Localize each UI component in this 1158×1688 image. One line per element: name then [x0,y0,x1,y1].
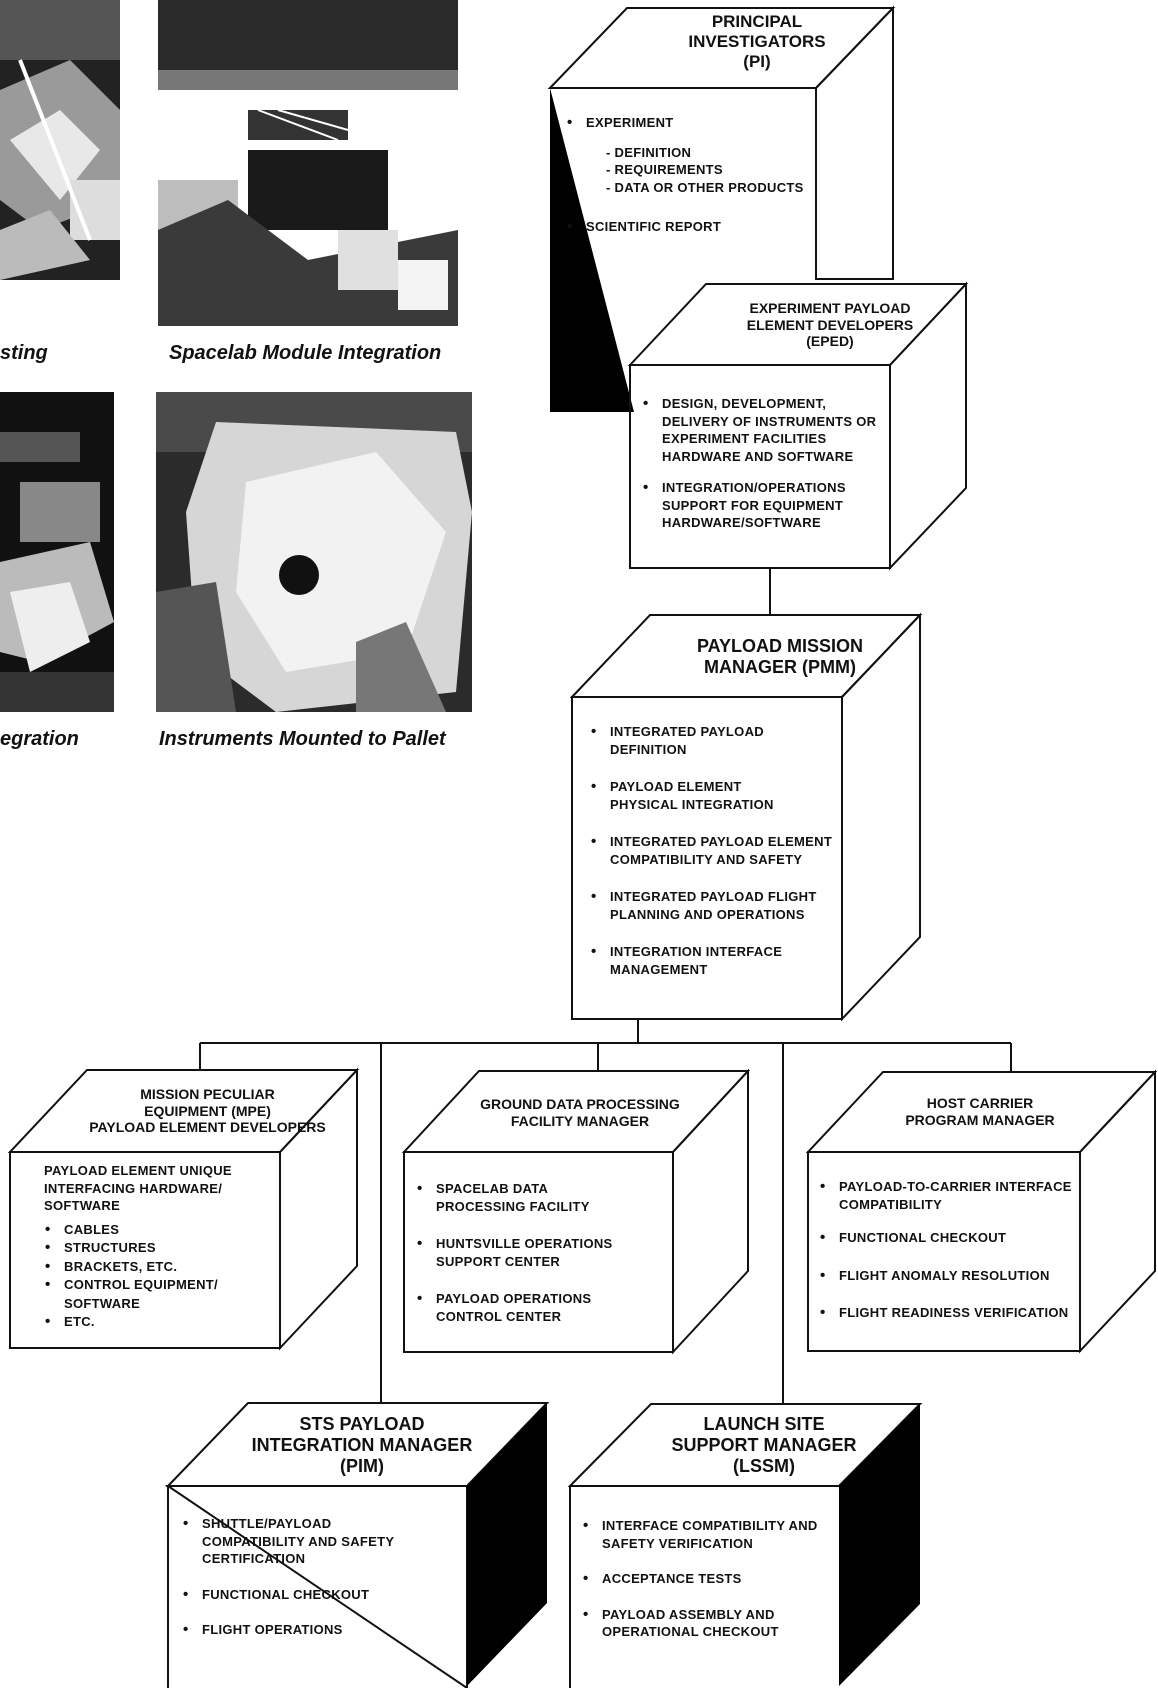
mpe-item: CONTROL EQUIPMENT/ [44,1275,258,1295]
connector-lines [199,1019,1012,1404]
mpe-item-continued: SOFTWARE [64,1295,141,1311]
eped-item-integration: INTEGRATION/OPERATIONS SUPPORT FOR EQUIP… [642,478,888,532]
pmm-box-outline [569,612,923,1022]
pmm-title: PAYLOAD MISSION MANAGER (PMM) [696,636,864,678]
mpe-item: CABLES [44,1220,258,1240]
photo-testing [0,0,120,280]
lssm-details: INTERFACE COMPATIBILITY AND SAFETY VERIF… [582,1516,832,1655]
mpe-details: PAYLOAD ELEMENT UNIQUE INTERFACING HARDW… [22,1162,258,1332]
mpe-title: MISSION PECULIAR EQUIPMENT (MPE) PAYLOAD… [89,1086,326,1136]
hc-title: HOST CARRIER PROGRAM MANAGER [905,1095,1055,1128]
pmm-item: INTEGRATED PAYLOAD DEFINITION [590,722,840,758]
gdp-item: PAYLOAD OPERATIONS CONTROL CENTER [416,1289,616,1325]
gdp-item: HUNTSVILLE OPERATIONS SUPPORT CENTER [416,1234,656,1270]
photo-spacelab-module [158,0,458,326]
pmm-item: INTEGRATED PAYLOAD FLIGHT PLANNING AND O… [590,887,840,923]
lssm-item: INTERFACE COMPATIBILITY AND SAFETY VERIF… [582,1516,832,1552]
mpe-intro: PAYLOAD ELEMENT UNIQUE INTERFACING HARDW… [44,1163,232,1214]
gdp-box-outline [401,1068,751,1355]
eped-item-design: DESIGN, DEVELOPMENT, DELIVERY OF INSTRUM… [642,394,888,465]
pi-sub-list: - DEFINITION - REQUIREMENTS - DATA OR OT… [606,144,804,195]
pmm-item: INTEGRATION INTERFACE MANAGEMENT [590,942,810,978]
pi-title: PRINCIPAL INVESTIGATORS (PI) [688,12,826,72]
mpe-item: STRUCTURES [44,1238,258,1258]
pi-item-experiment: EXPERIMENT - DEFINITION - REQUIREMENTS -… [566,113,806,196]
hc-item: FLIGHT READINESS VERIFICATION [819,1303,1094,1323]
photo-instruments-pallet [156,392,472,712]
photo-caption-instruments-pallet: Instruments Mounted to Pallet [159,728,446,750]
mpe-item: BRACKETS, ETC. [44,1257,258,1277]
pim-item: FLIGHT OPERATIONS [182,1620,422,1640]
hc-details: PAYLOAD-TO-CARRIER INTERFACE COMPATIBILI… [819,1177,1094,1336]
lssm-title: LAUNCH SITE SUPPORT MANAGER (LSSM) [671,1414,857,1477]
photo-caption-integration: egration [0,728,79,750]
pmm-details: INTEGRATED PAYLOAD DEFINITION PAYLOAD EL… [590,722,840,992]
eped-details: DESIGN, DEVELOPMENT, DELIVERY OF INSTRUM… [642,394,888,546]
photo-caption-testing: sting [0,342,48,364]
hc-item: FUNCTIONAL CHECKOUT [819,1228,1094,1248]
lssm-item: PAYLOAD ASSEMBLY AND OPERATIONAL CHECKOU… [582,1605,832,1641]
gdp-item: SPACELAB DATA PROCESSING FACILITY [416,1179,616,1215]
pim-item: SHUTTLE/PAYLOAD COMPATIBILITY AND SAFETY… [182,1514,422,1568]
mpe-box-outline [7,1067,360,1351]
eped-box-outline [627,281,969,571]
pim-title: STS PAYLOAD INTEGRATION MANAGER (PIM) [251,1414,473,1477]
mpe-item: ETC. [44,1312,258,1332]
hc-box-outline [805,1069,1158,1354]
photo-caption-spacelab-module: Spacelab Module Integration [169,342,442,364]
pmm-item: INTEGRATED PAYLOAD ELEMENT COMPATIBILITY… [590,832,840,868]
hc-item: PAYLOAD-TO-CARRIER INTERFACE COMPATIBILI… [819,1177,1094,1213]
gdp-details: SPACELAB DATA PROCESSING FACILITY HUNTSV… [416,1179,656,1339]
pi-item-report: SCIENTIFIC REPORT [566,217,806,237]
lssm-box-outline [567,1403,923,1688]
lssm-item: ACCEPTANCE TESTS [582,1569,832,1589]
gdp-title: GROUND DATA PROCESSING FACILITY MANAGER [480,1096,680,1129]
hc-item: FLIGHT ANOMALY RESOLUTION [819,1266,1094,1286]
pmm-item: PAYLOAD ELEMENT PHYSICAL INTEGRATION [590,777,790,813]
photo-integration [0,392,114,712]
pim-box-outline [164,1402,550,1688]
eped-title: EXPERIMENT PAYLOAD ELEMENT DEVELOPERS (E… [746,300,914,350]
pi-details: EXPERIMENT - DEFINITION - REQUIREMENTS -… [566,113,806,250]
pim-details: SHUTTLE/PAYLOAD COMPATIBILITY AND SAFETY… [182,1514,422,1653]
pim-item: FUNCTIONAL CHECKOUT [182,1585,422,1605]
